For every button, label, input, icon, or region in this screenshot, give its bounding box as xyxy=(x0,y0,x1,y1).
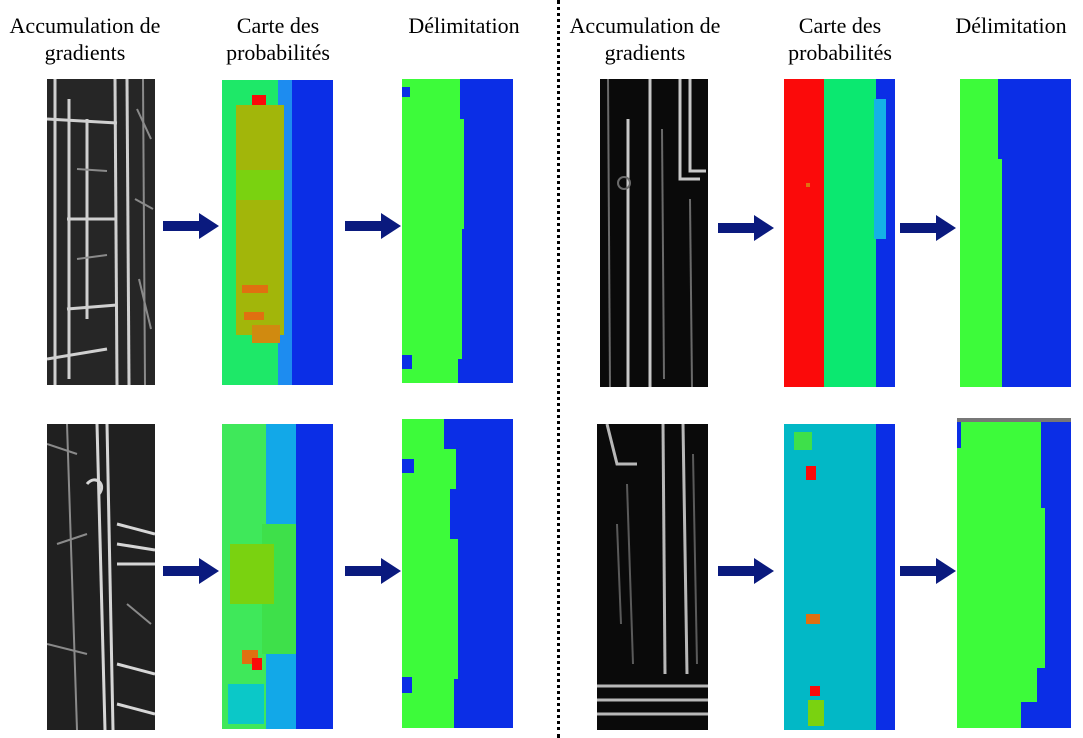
header-delimitation-text: Délimitation xyxy=(408,13,520,38)
gradient-image-graphic xyxy=(47,424,155,730)
header-probabilities-line1: Carte des xyxy=(236,13,320,38)
map-band-green xyxy=(824,79,876,387)
header-delimitation-text: Délimitation xyxy=(955,13,1067,38)
map-region-orange xyxy=(806,614,820,624)
delimitation-shape xyxy=(960,79,1002,387)
map-region-red xyxy=(252,95,266,105)
header-gradients-line1: Accumulation de xyxy=(569,13,721,38)
header-probabilities-left: Carte des probabilités xyxy=(212,12,344,66)
delimitation-shape xyxy=(402,79,464,383)
delimitation-map xyxy=(402,79,513,383)
map-band-red xyxy=(784,79,826,387)
header-gradients-line2: gradients xyxy=(44,40,126,65)
map-region-olive xyxy=(236,105,284,335)
header-delimitation-right: Délimitation xyxy=(941,12,1081,39)
map-region-yellowgreen xyxy=(236,170,284,200)
header-gradients-right: Accumulation de gradients xyxy=(569,12,721,66)
header-probabilities-line1: Carte des xyxy=(798,13,882,38)
gradient-image xyxy=(600,79,708,387)
arrow-icon xyxy=(345,213,401,239)
header-gradients-line2: gradients xyxy=(604,40,686,65)
map-region-orange xyxy=(806,183,810,187)
map-region-yellowgreen xyxy=(808,700,824,726)
arrow-icon xyxy=(345,558,401,584)
map-region-red xyxy=(810,686,820,696)
map-band-cyan xyxy=(784,424,876,730)
panel-divider xyxy=(557,0,560,738)
arrow-icon xyxy=(900,558,956,584)
header-delimitation-left: Délimitation xyxy=(384,12,544,39)
probability-map xyxy=(222,80,333,385)
arrow-icon xyxy=(163,213,219,239)
map-region-cyan xyxy=(228,684,264,724)
gradient-image-graphic xyxy=(600,79,708,387)
arrow-icon xyxy=(900,215,956,241)
header-probabilities-line2: probabilités xyxy=(226,40,330,65)
gradient-image xyxy=(597,424,708,730)
delimitation-map xyxy=(957,418,1071,728)
map-region-orange-2 xyxy=(244,312,264,320)
map-region-orange xyxy=(242,285,268,293)
arrow-icon xyxy=(163,558,219,584)
delimitation-shape xyxy=(957,418,1071,728)
map-region-green xyxy=(794,432,812,450)
map-region-yellowgreen xyxy=(230,544,274,604)
header-probabilities-line2: probabilités xyxy=(788,40,892,65)
probability-map xyxy=(784,424,895,730)
map-region-orange-3 xyxy=(252,325,280,343)
map-region-cyan xyxy=(874,99,886,239)
map-region-red xyxy=(806,466,816,480)
probability-map xyxy=(784,79,895,387)
header-gradients-left: Accumulation de gradients xyxy=(9,12,161,66)
delimitation-map xyxy=(960,79,1071,387)
gradient-image xyxy=(47,424,155,730)
gradient-image-graphic xyxy=(47,79,155,385)
gradient-image-graphic xyxy=(597,424,708,730)
header-probabilities-right: Carte des probabilités xyxy=(774,12,906,66)
delimitation-shape xyxy=(402,419,458,728)
arrow-icon xyxy=(718,558,774,584)
probability-map xyxy=(222,424,333,729)
header-gradients-line1: Accumulation de xyxy=(9,13,161,38)
map-region-red xyxy=(252,658,262,670)
arrow-icon xyxy=(718,215,774,241)
delimitation-map xyxy=(402,419,513,728)
gradient-image xyxy=(47,79,155,385)
